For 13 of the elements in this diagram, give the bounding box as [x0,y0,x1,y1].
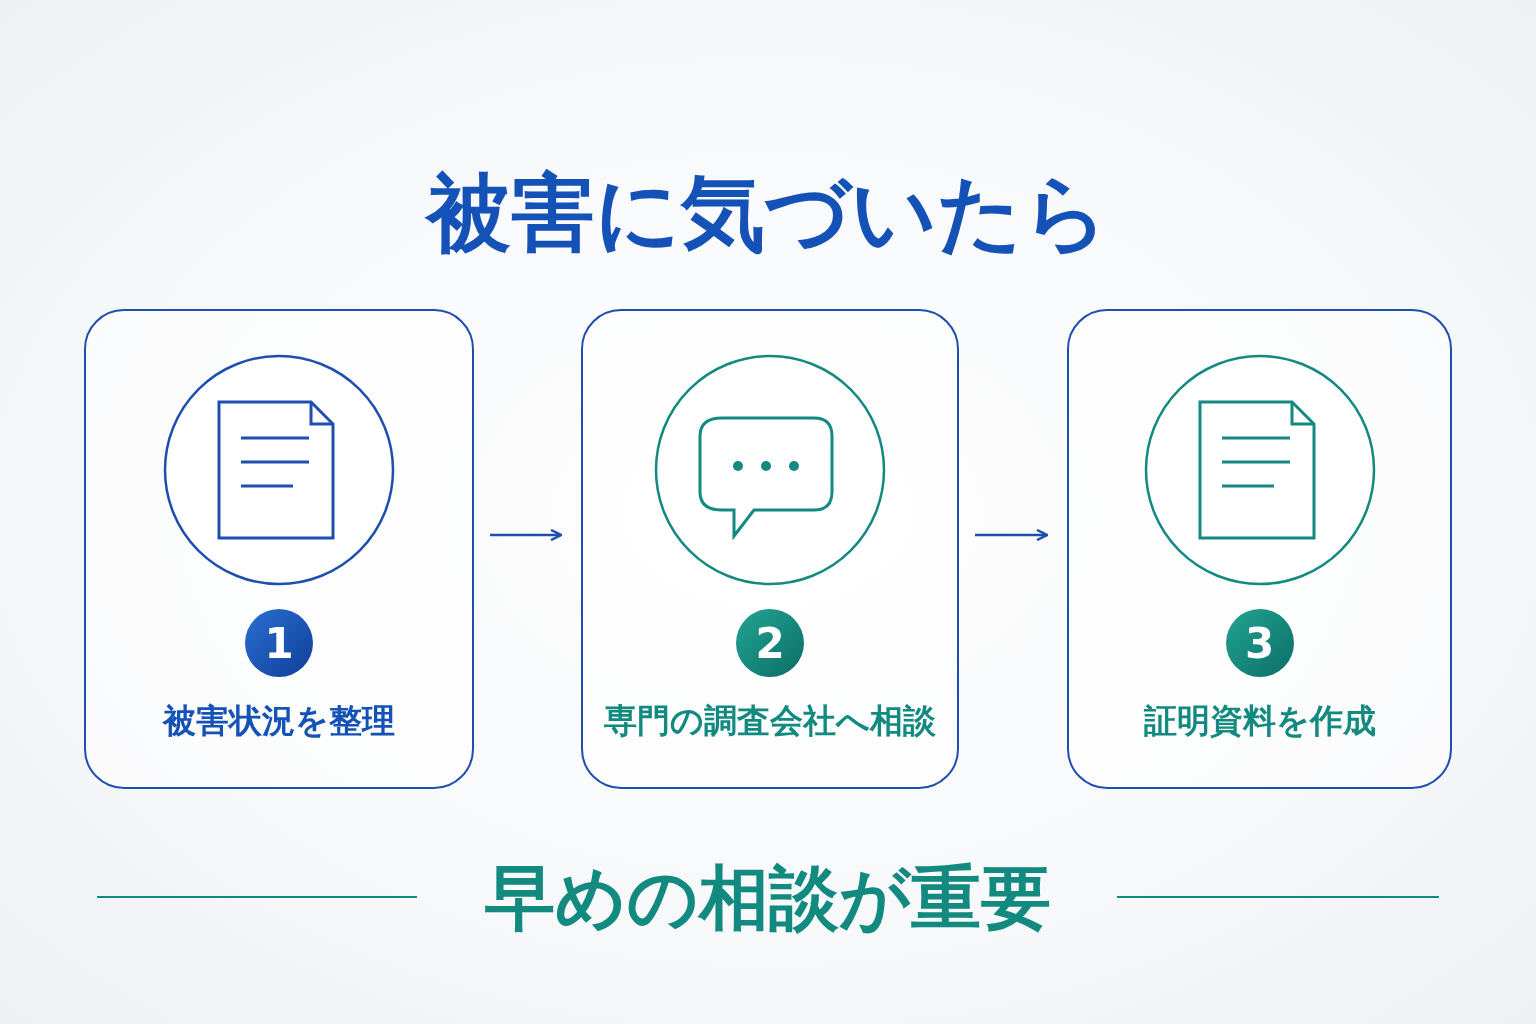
step-label: 被害状況を整理 [161,700,396,742]
step-number: 1 [245,609,313,677]
arrow [975,528,1049,542]
step-label: 専門の調査会社へ相談 [603,700,937,742]
title: 被害に気づいたら [0,158,1536,268]
caption: 早めの相談が重要 [484,856,1052,941]
step-card [581,309,959,789]
step-label: 証明資料を作成 [1142,700,1377,742]
arrow [490,528,563,542]
step-number: 3 [1225,609,1294,677]
step-card [1067,309,1452,789]
step-number: 2 [736,609,804,677]
step-card [84,309,474,789]
